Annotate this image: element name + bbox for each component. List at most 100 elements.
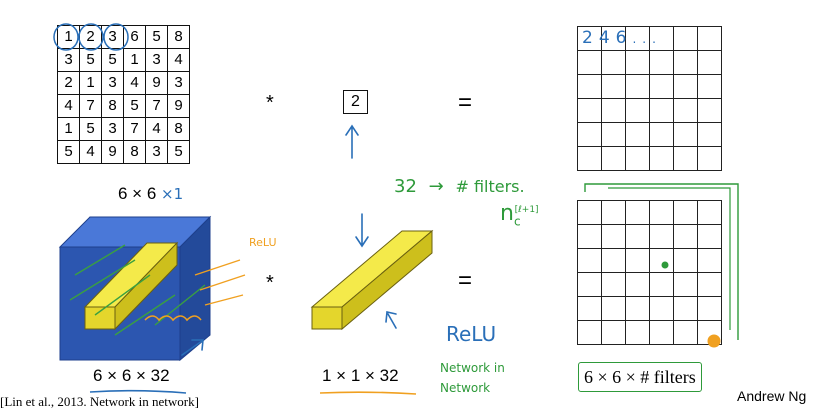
matrix-cell: 4 (145, 117, 168, 141)
output-cell (697, 26, 722, 51)
matrix-cell: 7 (79, 94, 102, 118)
output-cell (697, 248, 722, 273)
output-cell (649, 50, 674, 75)
matrix-cell: 4 (79, 140, 102, 164)
matrix-cell: 3 (145, 140, 168, 164)
equals-operator-bottom: = (458, 267, 473, 294)
matrix-cell: 5 (79, 117, 102, 141)
output-row (577, 272, 722, 297)
output-cell (697, 200, 722, 225)
matrix-cell: 2 (57, 71, 80, 95)
filter-dim-label: 1 × 1 × 32 (322, 366, 399, 385)
input-dim-underline (89, 389, 187, 394)
output-cell (673, 296, 698, 321)
filter-box: 2 (343, 90, 368, 114)
input-dim-annotation: ×1 (161, 185, 184, 203)
output-cell (577, 26, 602, 51)
output-cell (625, 224, 650, 249)
output-cell (625, 98, 650, 123)
matrix-cell: 9 (101, 140, 124, 164)
output-cell (697, 296, 722, 321)
cell-highlight-circles (53, 23, 129, 51)
output-row (577, 248, 722, 273)
output-cell (673, 74, 698, 99)
depth-bracket (584, 183, 739, 340)
green-dot (661, 261, 669, 269)
output-cell (673, 50, 698, 75)
matrix-cell: 7 (145, 94, 168, 118)
filter-up-arrow-icon (385, 311, 397, 329)
matrix-cell: 1 (57, 117, 80, 141)
matrix-cell: 5 (57, 140, 80, 164)
orange-dot (707, 334, 721, 348)
output-cell (577, 224, 602, 249)
input-volume (58, 215, 246, 362)
output-cell (673, 98, 698, 123)
output-cell (625, 146, 650, 171)
output-row (577, 200, 722, 225)
output-cell (577, 50, 602, 75)
output-dim-label: 6 × 6 × # filters (584, 367, 696, 387)
output-cell (673, 320, 698, 345)
output-cell (601, 98, 626, 123)
output-cell (601, 296, 626, 321)
output-cell (673, 224, 698, 249)
filter-value: 2 (351, 93, 360, 110)
matrix-cell: 5 (167, 140, 190, 164)
output-cell (697, 50, 722, 75)
output-first-row-note: 246... (582, 28, 662, 48)
matrix-cell: 7 (123, 117, 146, 141)
matrix-cell: 3 (167, 71, 190, 95)
equals-operator-top: = (458, 89, 473, 116)
output-cell (673, 146, 698, 171)
output-cell (577, 98, 602, 123)
output-cell (697, 146, 722, 171)
filter-dim-underline (319, 391, 417, 395)
output-cell (625, 74, 650, 99)
matrix-cell: 9 (145, 71, 168, 95)
output-cell (649, 146, 674, 171)
output-cell (625, 122, 650, 147)
output-cell (577, 74, 602, 99)
output-cell (577, 320, 602, 345)
matrix-cell: 8 (167, 25, 190, 49)
output-cell (649, 98, 674, 123)
matrix-cell: 8 (101, 94, 124, 118)
relu-small-note: ReLU (249, 236, 277, 249)
matrix-cell: 3 (145, 48, 168, 72)
down-arrow-icon (355, 213, 369, 248)
output-cell (673, 26, 698, 51)
output-cell (697, 122, 722, 147)
output-matrix-bottom (577, 200, 722, 345)
output-cell (625, 50, 650, 75)
one-by-one-filter (310, 229, 434, 331)
up-arrow-icon (345, 124, 359, 159)
author-name: Andrew Ng (737, 388, 807, 404)
output-cell (601, 74, 626, 99)
output-cell (601, 50, 626, 75)
conv-operator-bottom: * (266, 272, 274, 294)
matrix-cell: 3 (101, 71, 124, 95)
output-row (577, 26, 722, 51)
matrix-cell: 8 (167, 117, 190, 141)
output-cell (601, 122, 626, 147)
matrix-cell: 1 (79, 71, 102, 95)
nin-note: Network in Network (440, 361, 505, 395)
output-row (577, 98, 722, 123)
matrix-cell: 5 (145, 25, 168, 49)
output-dim-box: 6 × 6 × # filters (578, 362, 702, 392)
output-matrix-top (577, 26, 722, 171)
matrix-cell: 9 (167, 94, 190, 118)
output-row (577, 296, 722, 321)
output-cell (601, 146, 626, 171)
output-cell (649, 74, 674, 99)
output-row (577, 50, 722, 75)
matrix-cell: 4 (167, 48, 190, 72)
relu-note: ReLU (446, 322, 497, 346)
